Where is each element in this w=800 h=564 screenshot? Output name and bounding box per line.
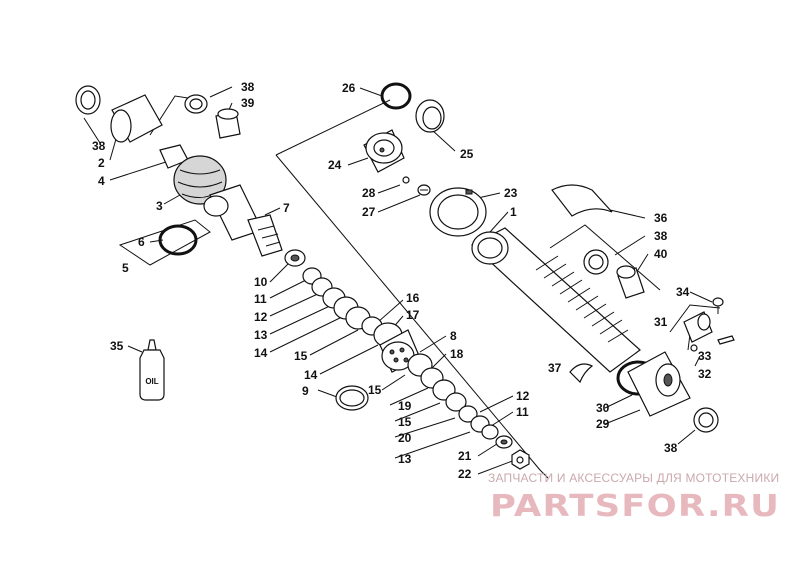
ring-25 — [415, 99, 445, 133]
ball-32 — [690, 344, 698, 352]
callout-38: 38 — [654, 229, 668, 243]
callout-11: 11 — [254, 292, 267, 306]
shock-body-1 — [470, 227, 641, 373]
bearing-23 — [429, 187, 487, 237]
callout-1: 1 — [510, 205, 517, 219]
callout-2: 2 — [98, 156, 105, 170]
callout-20: 20 — [398, 431, 412, 445]
callout-26: 26 — [342, 81, 356, 95]
callout-38: 38 — [92, 139, 106, 153]
callout-28: 28 — [362, 186, 376, 200]
callout-13: 13 — [398, 452, 412, 466]
cover-36 — [551, 184, 613, 217]
callout-29: 29 — [596, 417, 610, 431]
callout-9: 9 — [302, 384, 309, 398]
watermark: ЗАПЧАСТИ И АКСЕССУАРЫ ДЛЯ МОТОТЕХНИКИ PA… — [488, 471, 780, 524]
shaft-body-7 — [203, 184, 283, 257]
callout-16: 16 — [406, 291, 420, 305]
ball-28 — [402, 176, 410, 184]
callout-13: 13 — [254, 328, 268, 342]
callout-37: 37 — [548, 361, 562, 375]
oil-bottle-35: OIL — [139, 339, 165, 401]
leader-lines — [83, 86, 721, 479]
shaft-eye-4 — [159, 144, 227, 205]
callout-5: 5 — [122, 261, 129, 275]
parts: OIL — [75, 82, 735, 470]
callout-33: 33 — [698, 349, 712, 363]
callout-11: 11 — [516, 405, 529, 419]
callout-4: 4 — [98, 174, 105, 188]
oil-label: OIL — [145, 377, 158, 386]
callout-14: 14 — [254, 346, 268, 360]
callout-19: 19 — [398, 399, 412, 413]
callout-35: 35 — [110, 339, 124, 353]
callout-14: 14 — [304, 368, 318, 382]
callout-31: 31 — [654, 315, 668, 329]
o-ring-6 — [158, 224, 198, 256]
cap-24 — [363, 129, 405, 173]
callout-7: 7 — [283, 201, 290, 215]
callout-36: 36 — [654, 211, 668, 225]
callout-30: 30 — [596, 401, 610, 415]
callout-3: 3 — [156, 199, 163, 213]
bushing-38-and-spacer-39 — [184, 94, 241, 139]
watermark-brand: PARTSFOR.RU — [490, 489, 780, 524]
callout-15: 15 — [294, 349, 308, 363]
callout-24: 24 — [328, 158, 342, 172]
callout-21: 21 — [458, 449, 472, 463]
watermark-tagline: ЗАПЧАСТИ И АКСЕССУАРЫ ДЛЯ МОТОТЕХНИКИ — [488, 471, 779, 485]
callout-12: 12 — [516, 389, 530, 403]
callout-34: 34 — [676, 285, 690, 299]
clip-37 — [569, 363, 594, 384]
valve-31 — [683, 311, 713, 343]
washer-10 — [284, 249, 306, 267]
housing-29 — [627, 351, 691, 417]
callout-39: 39 — [241, 96, 255, 110]
o-ring-26 — [380, 82, 412, 110]
callout-25: 25 — [460, 147, 474, 161]
pin-33 — [717, 335, 735, 345]
screw-34 — [712, 297, 724, 314]
group-bracket-31 — [669, 304, 721, 333]
washer-21 — [495, 435, 513, 449]
sleeve-2 — [110, 94, 163, 143]
bushing-38-top — [75, 85, 101, 115]
callout-8: 8 — [450, 329, 457, 343]
callout-38: 38 — [664, 441, 678, 455]
shim-stack-lower — [407, 353, 499, 440]
bushing-38-bottom — [693, 407, 719, 433]
callout-6: 6 — [138, 235, 145, 249]
callout-15: 15 — [368, 383, 382, 397]
group-bracket-piston — [275, 99, 549, 479]
callout-17: 17 — [406, 308, 420, 322]
callout-23: 23 — [504, 186, 518, 200]
callout-32: 32 — [698, 367, 712, 381]
callout-labels: 38 39 38 2 4 3 7 6 5 10 11 12 13 14 15 1… — [92, 80, 712, 481]
callout-38: 38 — [241, 80, 255, 94]
callout-18: 18 — [450, 347, 464, 361]
nut-22 — [511, 449, 530, 470]
piston-ring-9 — [335, 385, 369, 411]
callout-27: 27 — [362, 205, 376, 219]
callout-40: 40 — [654, 247, 668, 261]
shim-stack-upper — [302, 267, 383, 336]
callout-10: 10 — [254, 275, 268, 289]
callout-12: 12 — [254, 310, 268, 324]
screw-27 — [417, 184, 431, 196]
callout-15: 15 — [398, 415, 412, 429]
bushing-38-and-spacer-40 — [583, 249, 645, 299]
callout-22: 22 — [458, 467, 472, 481]
